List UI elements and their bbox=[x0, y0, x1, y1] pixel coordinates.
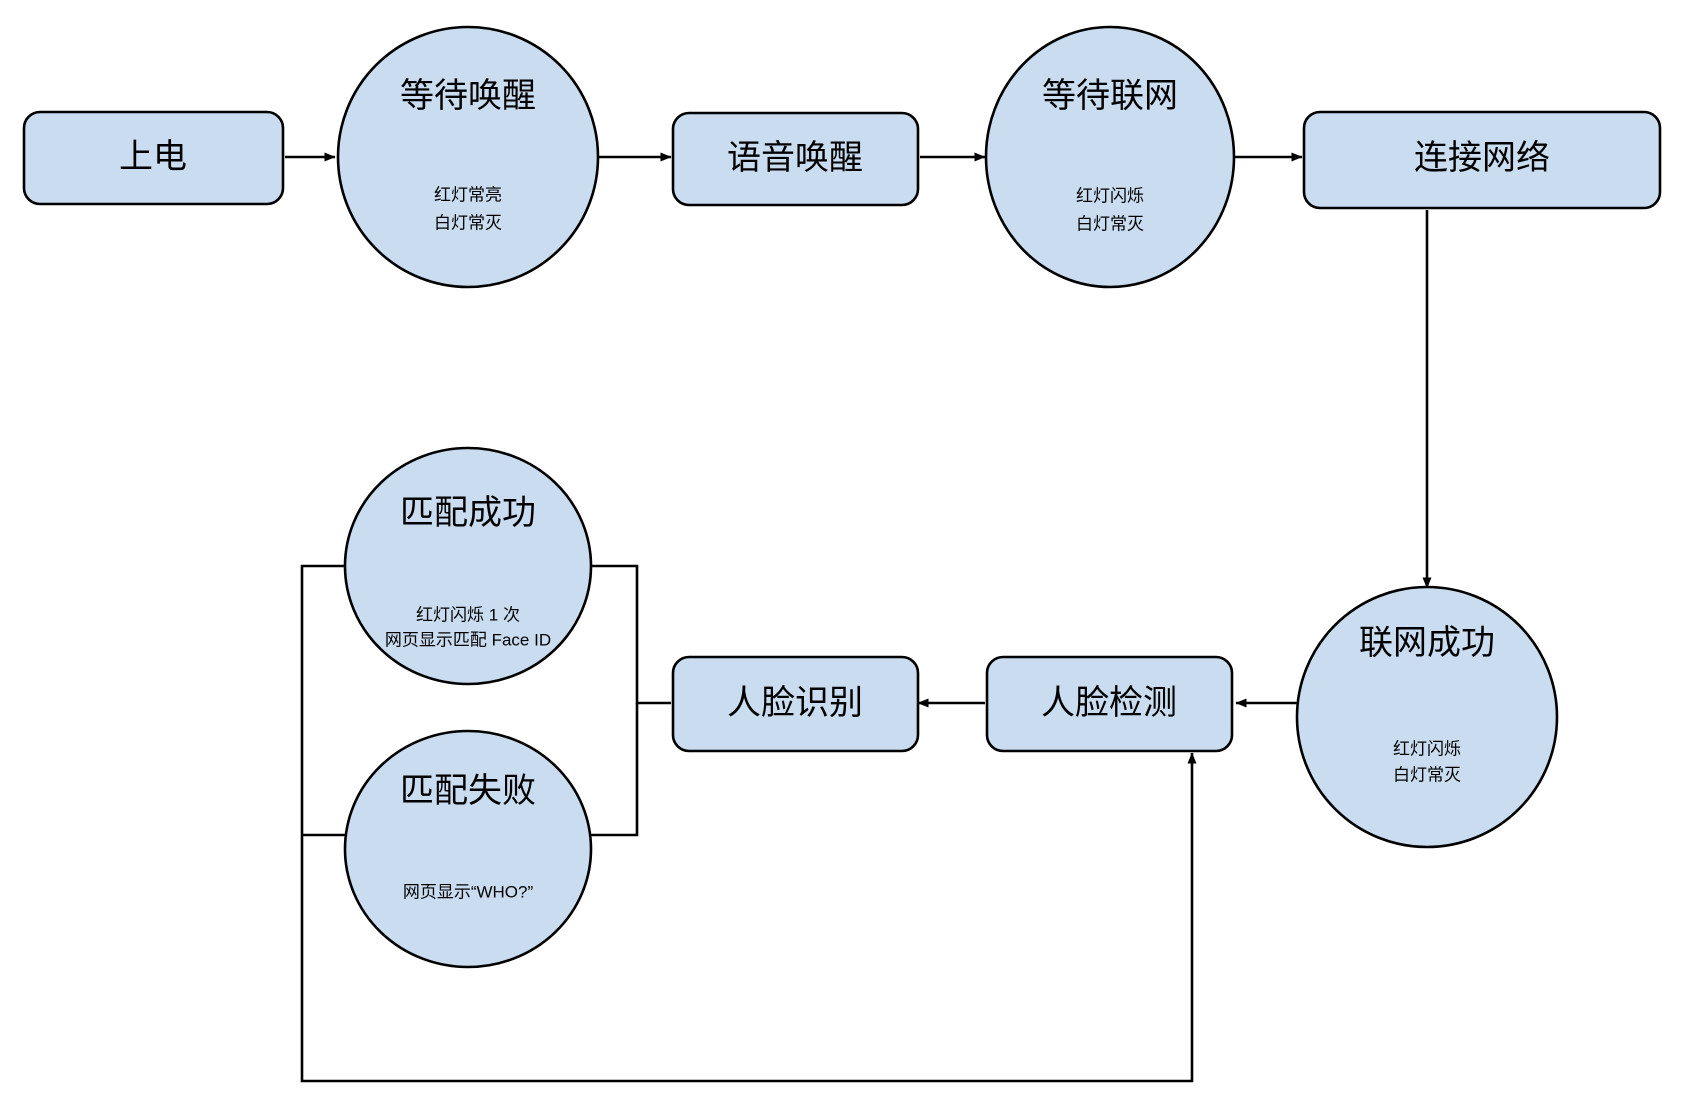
node-wait-network-shape bbox=[984, 25, 1236, 289]
node-wait-network[interactable]: 等待联网 红灯闪烁 白灯常灭 bbox=[984, 25, 1236, 289]
edge-match-failure-to-face-detect-feedback bbox=[300, 752, 1197, 1083]
node-network-success-sub-1: 红灯闪烁 bbox=[1393, 739, 1461, 758]
node-power-on-title: 上电 bbox=[119, 138, 187, 176]
node-match-failure[interactable]: 匹配失败 网页显示“WHO?” bbox=[343, 729, 593, 969]
node-wait-wakeup-shape bbox=[336, 25, 600, 289]
node-face-recognize-title: 人脸识别 bbox=[727, 684, 863, 722]
node-match-success[interactable]: 匹配成功 红灯闪烁 1 次 网页显示匹配 Face ID bbox=[343, 446, 593, 686]
node-voice-wakeup-title: 语音唤醒 bbox=[727, 139, 863, 177]
node-voice-wakeup-shape bbox=[671, 111, 920, 207]
node-face-detect-shape bbox=[985, 655, 1234, 753]
node-power-on-shape bbox=[22, 110, 285, 206]
node-network-success-shape bbox=[1295, 585, 1559, 849]
node-wait-wakeup[interactable]: 等待唤醒 红灯常亮 白灯常灭 bbox=[336, 25, 600, 289]
node-match-failure-sub-1: 网页显示“WHO?” bbox=[403, 882, 534, 901]
node-face-detect[interactable]: 人脸检测 bbox=[985, 655, 1234, 753]
node-voice-wakeup[interactable]: 语音唤醒 bbox=[671, 111, 920, 207]
node-match-failure-title: 匹配失败 bbox=[400, 772, 536, 810]
node-wait-network-title: 等待联网 bbox=[1042, 77, 1178, 115]
edge-face-recognize-to-match-failure-branch bbox=[590, 703, 639, 837]
node-network-success-sub-2: 白灯常灭 bbox=[1393, 765, 1461, 784]
node-connect-network-title: 连接网络 bbox=[1414, 139, 1550, 177]
node-network-success[interactable]: 联网成功 红灯闪烁 白灯常灭 bbox=[1295, 585, 1559, 849]
node-wait-wakeup-title: 等待唤醒 bbox=[400, 77, 536, 115]
edge-match-success-left-stub bbox=[300, 564, 345, 835]
node-wait-wakeup-sub-1: 红灯常亮 bbox=[434, 185, 502, 204]
node-match-success-shape bbox=[343, 446, 593, 686]
node-face-detect-title: 人脸检测 bbox=[1041, 684, 1177, 722]
node-wait-wakeup-sub-2: 白灯常灭 bbox=[434, 213, 502, 232]
edge-face-recognize-to-match-bracket bbox=[590, 564, 671, 705]
node-connect-network-shape bbox=[1302, 110, 1662, 210]
node-connect-network[interactable]: 连接网络 bbox=[1302, 110, 1662, 210]
node-wait-network-sub-1: 红灯闪烁 bbox=[1076, 186, 1144, 205]
node-match-failure-shape bbox=[343, 729, 593, 969]
node-match-success-title: 匹配成功 bbox=[400, 494, 536, 532]
node-wait-network-sub-2: 白灯常灭 bbox=[1076, 214, 1144, 233]
node-face-recognize-shape bbox=[671, 655, 920, 753]
node-match-success-sub-2: 网页显示匹配 Face ID bbox=[385, 630, 551, 649]
node-network-success-title: 联网成功 bbox=[1359, 624, 1495, 662]
node-match-success-sub-1: 红灯闪烁 1 次 bbox=[416, 605, 520, 624]
node-face-recognize[interactable]: 人脸识别 bbox=[671, 655, 920, 753]
node-power-on[interactable]: 上电 bbox=[22, 110, 285, 206]
